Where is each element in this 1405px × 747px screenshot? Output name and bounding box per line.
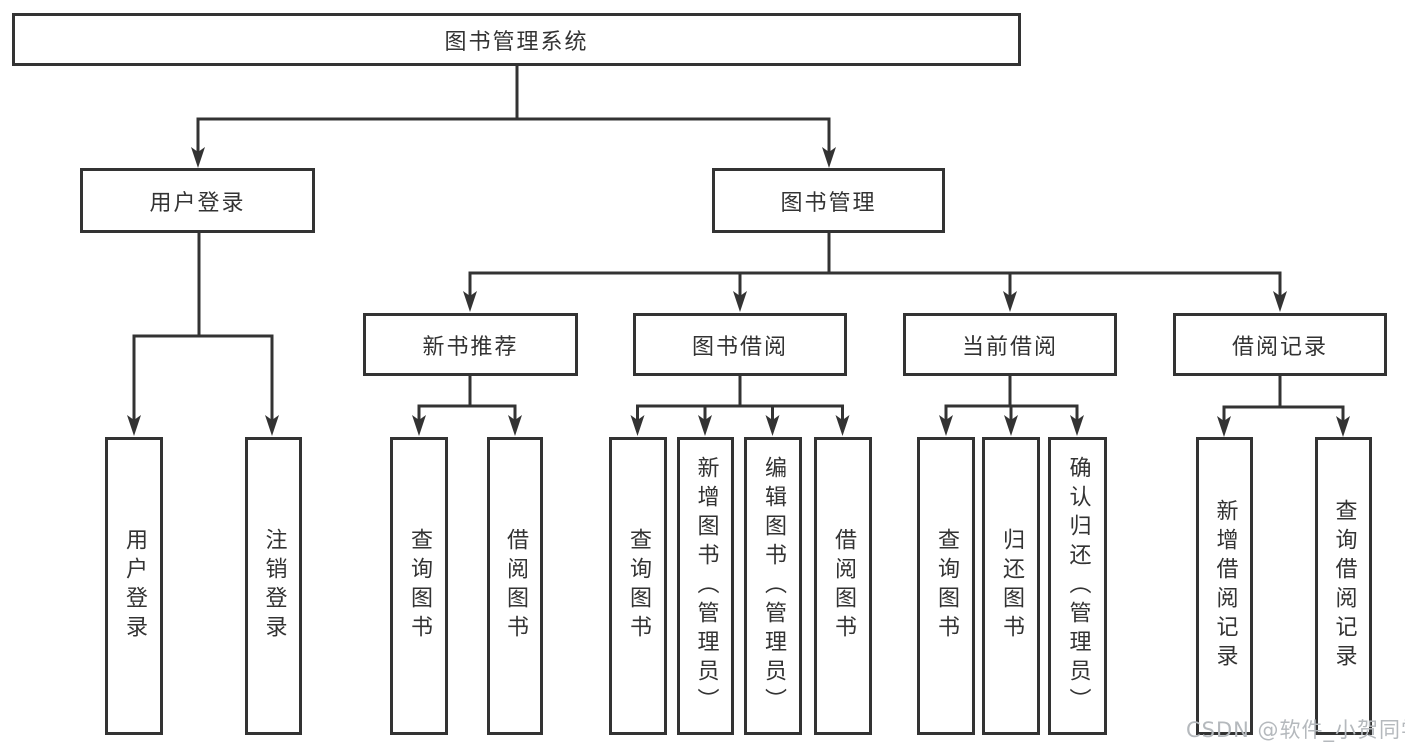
- node-add-book-admin: 新增图书（管理员）: [677, 437, 734, 735]
- node-query-borrow-record: 查询借阅记录: [1315, 437, 1372, 735]
- node-book-management-branch-label: 图书管理: [780, 190, 877, 216]
- node-query-books-2-label: 查询图书: [626, 528, 651, 644]
- node-current-borrowing-label: 当前借阅: [961, 334, 1058, 360]
- node-current-borrowing: 当前借阅: [903, 313, 1117, 376]
- node-borrow-books-1-label: 借阅图书: [503, 528, 528, 644]
- node-query-books-1: 查询图书: [390, 437, 448, 735]
- node-query-books-3: 查询图书: [917, 437, 975, 735]
- node-confirm-return-admin: 确认归还（管理员）: [1048, 437, 1107, 735]
- node-new-book-recommend: 新书推荐: [363, 313, 578, 376]
- node-book-borrowing-label: 图书借阅: [691, 334, 788, 360]
- node-return-book: 归还图书: [982, 437, 1040, 735]
- node-query-books-3-label: 查询图书: [934, 528, 959, 644]
- node-logout-leaf-label: 注销登录: [261, 528, 287, 644]
- csdn-watermark: CSDN @软件_小贺同学: [1186, 718, 1405, 742]
- node-borrowing-records: 借阅记录: [1173, 313, 1387, 376]
- node-book-borrowing: 图书借阅: [633, 313, 847, 376]
- node-add-borrow-record-label: 新增借阅记录: [1212, 499, 1238, 673]
- node-borrow-books-1: 借阅图书: [487, 437, 543, 735]
- node-book-management-branch: 图书管理: [712, 168, 945, 233]
- node-add-book-admin-label: 新增图书（管理员）: [693, 455, 719, 717]
- node-system-root: 图书管理系统: [12, 13, 1021, 66]
- node-query-books-2: 查询图书: [609, 437, 667, 735]
- node-system-root-label: 图书管理系统: [444, 29, 589, 55]
- node-user-login-leaf: 用户登录: [105, 437, 163, 735]
- node-new-book-recommend-label: 新书推荐: [422, 334, 519, 360]
- node-edit-book-admin: 编辑图书（管理员）: [744, 437, 802, 735]
- node-confirm-return-admin-label: 确认归还（管理员）: [1065, 455, 1091, 717]
- node-user-login-branch-label: 用户登录: [149, 190, 246, 216]
- node-borrow-books-2: 借阅图书: [814, 437, 872, 735]
- node-add-borrow-record: 新增借阅记录: [1196, 437, 1253, 735]
- connector-lines: [132, 64, 1345, 423]
- node-return-book-label: 归还图书: [999, 528, 1024, 644]
- node-user-login-leaf-label: 用户登录: [122, 528, 147, 644]
- node-query-borrow-record-label: 查询借阅记录: [1331, 499, 1357, 673]
- node-borrow-books-2-label: 借阅图书: [831, 528, 856, 644]
- node-borrowing-records-label: 借阅记录: [1231, 334, 1328, 360]
- node-logout-leaf: 注销登录: [245, 437, 302, 735]
- node-edit-book-admin-label: 编辑图书（管理员）: [761, 455, 786, 717]
- node-query-books-1-label: 查询图书: [407, 528, 432, 644]
- node-user-login-branch: 用户登录: [80, 168, 315, 233]
